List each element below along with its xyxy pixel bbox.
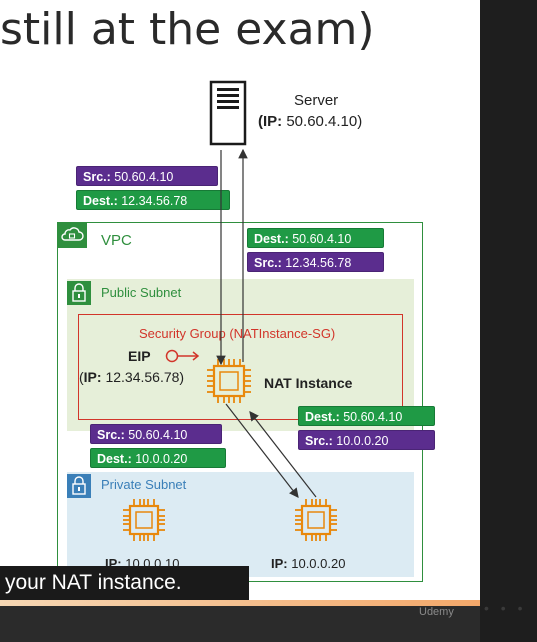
badge-mid-dest: Dest.: 50.60.4.10	[298, 406, 435, 426]
caption-subtitle: your NAT instance.	[0, 566, 249, 600]
traffic-arrows	[216, 148, 317, 498]
public-subnet-lock-icon	[67, 281, 91, 305]
server-icon	[209, 80, 247, 146]
private-instance-1-chip-icon	[123, 499, 165, 541]
public-subnet-label: Public Subnet	[101, 285, 182, 300]
private-subnet-label: Private Subnet	[101, 477, 187, 492]
footer-accent-strip	[0, 600, 480, 606]
udemy-logo: Udemy	[419, 606, 454, 618]
badge-mid-src: Src.: 10.0.0.20	[298, 430, 435, 450]
badge-low-dest: Dest.: 10.0.0.20	[90, 448, 226, 468]
more-dots-icon: • • •	[484, 600, 527, 616]
server-label: Server	[294, 92, 339, 109]
private-subnet-lock-icon	[67, 474, 91, 498]
eip-label: EIP	[128, 348, 151, 364]
private-instance-2-chip-icon	[295, 499, 337, 541]
badge-top-src: Src.: 50.60.4.10	[76, 166, 218, 186]
right-dark-panel	[480, 0, 537, 642]
badge-right-src: Src.: 12.34.56.78	[247, 252, 384, 272]
slide-title: still at the exam)	[0, 4, 375, 55]
slide: still at the exam) Server (IP: 50.60.4.1…	[0, 0, 480, 642]
private-instance-2-ip: IP: 10.0.0.20	[271, 556, 346, 571]
badge-top-dest: Dest.: 12.34.56.78	[76, 190, 230, 210]
server-ip: (IP: 50.60.4.10)	[258, 113, 363, 130]
security-group-label: Security Group (NATInstance-SG)	[139, 326, 336, 341]
vpc-cloud-icon	[57, 222, 87, 248]
arrow-nat-to-private	[225, 403, 299, 498]
badge-low-src: Src.: 50.60.4.10	[90, 424, 222, 444]
slide-footer	[0, 600, 480, 642]
badge-right-dest: Dest.: 50.60.4.10	[247, 228, 384, 248]
eip-ip: (IP: 12.34.56.78)	[79, 369, 185, 385]
public-subnet-area	[67, 279, 414, 431]
arrow-private-to-nat	[249, 411, 317, 498]
security-group-boundary	[78, 314, 403, 420]
nat-instance-label: NAT Instance	[264, 375, 353, 391]
eip-key-icon	[165, 349, 200, 363]
vpc-label: VPC	[101, 232, 132, 249]
